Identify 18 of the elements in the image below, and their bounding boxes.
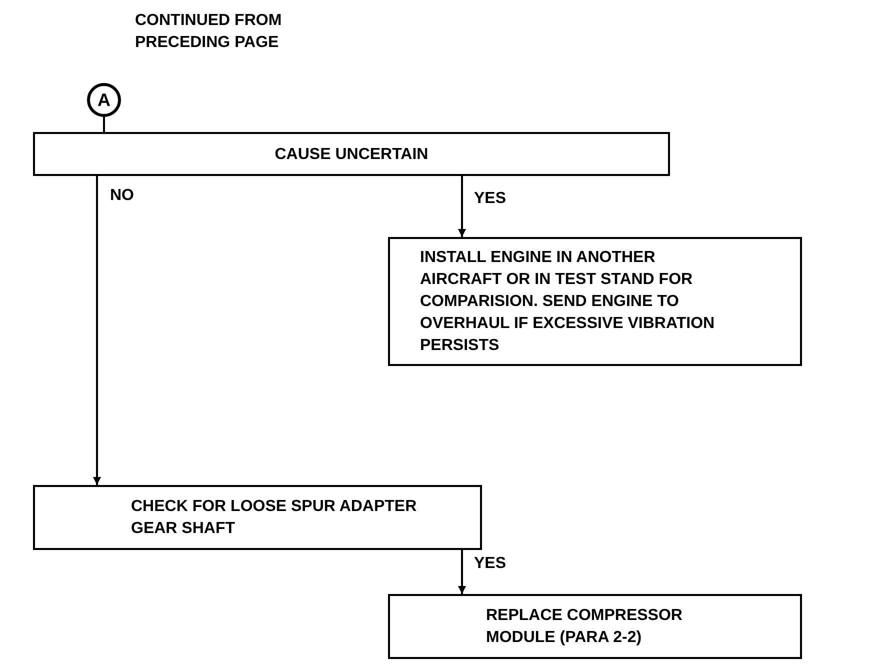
connector-circle: [87, 83, 121, 117]
step-text: REPLACE COMPRESSOR MODULE (PARA 2-2): [486, 606, 684, 648]
process-box: [33, 132, 670, 176]
connector-line: [103, 117, 105, 132]
edge-label: YES: [474, 190, 506, 208]
edge-label: YES: [474, 555, 506, 573]
step-text: CAUSE UNCERTAIN: [274, 145, 430, 165]
edge-label: NO: [110, 187, 134, 205]
process-box: [388, 594, 802, 659]
arrow: [93, 176, 101, 485]
connector-letter: A: [96, 89, 112, 111]
step-text: INSTALL ENGINE IN ANOTHER AIRCRAFT OR IN TEST STAND FOR COMPARISION. SEND ENGINE TO OVERHAUL IF EXCESSIVE VIBRATION PERSISTS: [420, 248, 716, 356]
arrow: [458, 550, 466, 594]
process-box: [33, 485, 482, 550]
step-text: CHECK FOR LOOSE SPUR ADAPTER GEAR SHAFT: [131, 497, 418, 539]
process-box: [388, 237, 802, 366]
arrow: [458, 176, 466, 237]
continuation-note: CONTINUED FROM PRECEDING PAGE: [135, 11, 283, 53]
